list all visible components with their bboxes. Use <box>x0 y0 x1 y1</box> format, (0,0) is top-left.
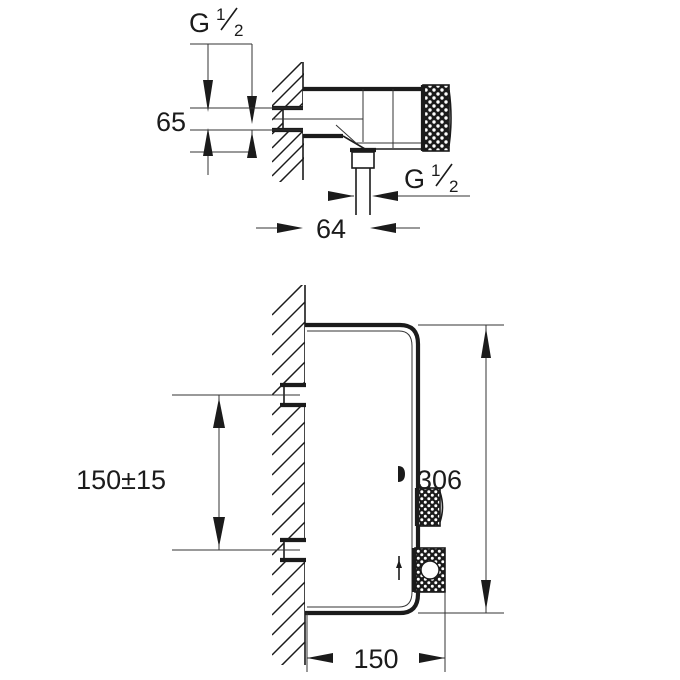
dimension-65: 65 <box>156 107 303 175</box>
dim-label-65: 65 <box>156 107 186 137</box>
dim-label-g-half-top-denominator: 2 <box>234 21 243 40</box>
dimension-150pm15: 150±15 <box>76 394 300 551</box>
dimension-outlet-thread: G 1 2 <box>328 161 470 201</box>
mixer-body-side <box>305 322 421 616</box>
valve-body-top <box>303 86 425 150</box>
dimension-64: 64 <box>256 214 420 244</box>
side-view: 150±15 306 150 <box>76 285 504 674</box>
flow-arrow-glyph <box>396 556 402 580</box>
dim-label-g-half-top-numerator: 1 <box>216 5 225 24</box>
outlet-stub-top <box>350 147 376 215</box>
dim-label-150pm15: 150±15 <box>76 465 166 495</box>
top-view: G 1 2 65 G 1 2 <box>156 5 470 244</box>
handle-button-circle <box>420 560 440 580</box>
dim-label-150-width: 150 <box>353 644 398 674</box>
dim-label-g-half-outlet-numerator: 1 <box>431 161 440 180</box>
temperature-indicator-mark <box>398 466 405 482</box>
dim-label-g-half-outlet-letter: G <box>404 164 425 194</box>
knurled-handle-lower <box>411 547 446 593</box>
knurled-end-cap <box>420 84 452 152</box>
dim-label-306: 306 <box>417 465 462 495</box>
dim-label-64: 64 <box>316 214 346 244</box>
dim-label-g-half-outlet-denominator: 2 <box>449 177 458 196</box>
dimension-inlet-thread-top: G 1 2 <box>189 5 257 124</box>
dimension-306: 306 <box>417 324 504 614</box>
knurled-handle-upper <box>414 487 444 527</box>
dim-label-g-half-top-letter: G <box>189 8 210 38</box>
dimension-150-width: 150 <box>306 592 446 674</box>
